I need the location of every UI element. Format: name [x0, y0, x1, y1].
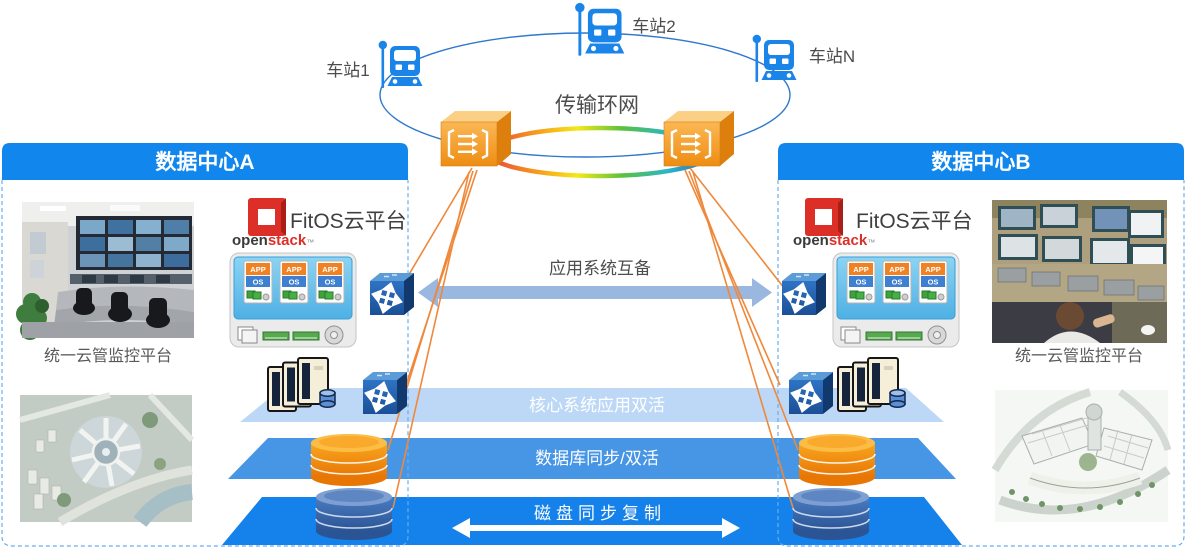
- hardware-icons: [237, 325, 344, 345]
- openstack-wordmark-b: openstack™: [793, 232, 875, 249]
- openstack-logo-a: [248, 198, 286, 236]
- svg-text:OS: OS: [928, 278, 939, 287]
- app-backup-label: 应用系统互备: [549, 259, 651, 278]
- band-core-active: [240, 388, 944, 422]
- photo-control-room-b: [992, 200, 1167, 343]
- server-cluster-a: [267, 357, 336, 412]
- switch-a-band: [361, 370, 409, 416]
- transport-node-right: [662, 109, 736, 168]
- station-n-label: 车站N: [809, 47, 855, 66]
- station-1-label: 车站1: [326, 61, 369, 80]
- train-icon: [752, 34, 797, 82]
- vm-card: APP OS: [918, 260, 948, 304]
- datacenter-a-title: 数据中心A: [155, 151, 254, 174]
- database-blue-a: [315, 487, 393, 541]
- svg-text:OS: OS: [289, 278, 300, 287]
- vm-card: APP OS: [846, 260, 876, 304]
- layer-bands: [222, 388, 962, 545]
- svg-text:APP: APP: [322, 265, 337, 274]
- monitor-platform-label-a: 统一云管监控平台: [44, 347, 172, 365]
- photo-aerial-campus-b: [991, 388, 1172, 522]
- band-disk-sync: [222, 497, 962, 545]
- svg-text:APP: APP: [853, 265, 868, 274]
- core-active-label: 核心系统应用双活: [529, 396, 665, 415]
- datacenter-b-title: 数据中心B: [931, 151, 1030, 174]
- cloud-host-b: APP OS APP OS APP OS: [832, 252, 960, 348]
- svg-text:APP: APP: [286, 265, 301, 274]
- datacenter-b-box: 数据中心B: [777, 143, 1185, 547]
- station-2-label: 车站2: [632, 17, 675, 36]
- disk-sync-arrow: [452, 518, 740, 538]
- openstack-logo-b: [805, 198, 843, 236]
- ring-label: 传输环网: [555, 94, 639, 117]
- disk-sync-label: 磁盘同步复制: [534, 504, 666, 523]
- svg-text:APP: APP: [889, 265, 904, 274]
- station-n: [752, 34, 797, 82]
- fan-links: [387, 167, 799, 509]
- svg-text:APP: APP: [925, 265, 940, 274]
- band-db-sync: [228, 438, 956, 479]
- db-sync-label: 数据库同步/双活: [535, 449, 659, 468]
- cloud-host-a: APP OS APP OS APP OS: [229, 252, 357, 348]
- vm-card: APP OS: [279, 260, 309, 304]
- vm-card: APP OS: [243, 260, 273, 304]
- svg-text:OS: OS: [856, 278, 867, 287]
- monitor-platform-label-b: 统一云管监控平台: [1015, 347, 1143, 365]
- database-blue-b: [792, 487, 870, 541]
- svg-text:APP: APP: [250, 265, 265, 274]
- transport-node-left: [439, 109, 513, 168]
- app-backup-arrow: [418, 278, 772, 307]
- train-icon: [575, 2, 625, 56]
- datacenter-a-box: 数据中心A: [1, 143, 409, 547]
- vm-card: APP OS: [315, 260, 345, 304]
- switch-b-top: [780, 271, 828, 317]
- svg-text:OS: OS: [253, 278, 264, 287]
- vm-card: APP OS: [882, 260, 912, 304]
- photo-aerial-campus-a: [19, 392, 195, 527]
- fitos-label-a: FitOS云平台: [290, 210, 407, 233]
- openstack-wordmark-a: openstack™: [232, 232, 314, 249]
- fitos-label-b: FitOS云平台: [856, 210, 973, 233]
- svg-text:OS: OS: [325, 278, 336, 287]
- switch-a-top: [368, 271, 416, 317]
- server-cluster-b: [837, 357, 906, 412]
- database-orange-a: [310, 433, 388, 487]
- photo-control-room-a: [16, 202, 194, 340]
- svg-text:OS: OS: [892, 278, 903, 287]
- hardware-icons: [840, 325, 947, 345]
- switch-b-band: [787, 370, 835, 416]
- transmission-ring: 传输环网: [379, 32, 791, 158]
- database-orange-b: [798, 433, 876, 487]
- station-2: [575, 2, 625, 56]
